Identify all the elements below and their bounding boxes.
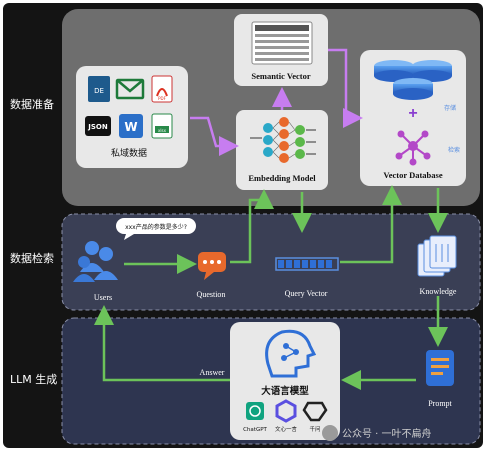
json-icon: JSON (85, 116, 111, 136)
embedding-model-card: Embedding Model (236, 110, 328, 190)
prompt-doc-icon (426, 350, 454, 386)
graph-network-icon (395, 130, 431, 166)
vector-database-label: Vector Database (383, 170, 442, 180)
model-chatgpt-label: ChatGPT (243, 427, 267, 433)
arrow-question-to-embedding (230, 189, 274, 264)
chat-icon (198, 252, 226, 280)
vector-database-card: + 存储 检索 Vector Database (360, 50, 466, 186)
private-data-label: 私域数据 (111, 147, 147, 159)
plus-icon: + (408, 105, 417, 122)
watermark-text: 公众号 · 一叶不扁舟 (342, 427, 432, 440)
question-bubble-text: xxx产品的参数是多少? (125, 223, 187, 231)
ai-head-icon (265, 329, 317, 378)
svg-text:DE: DE (94, 87, 104, 95)
qianwen-icon (302, 401, 328, 422)
question-bubble: xxx产品的参数是多少? (116, 218, 196, 240)
query-vector-node: Query Vector (275, 257, 339, 298)
arrow-data-to-embedding (190, 116, 239, 156)
vector-grid-icon (251, 21, 313, 65)
arrow-query-to-db (340, 185, 402, 264)
vector-cells-icon (275, 257, 339, 271)
llm-card: 大语言模型 ChatGPT 文心一言 千问 (230, 322, 340, 440)
prompt-label: Prompt (428, 399, 452, 408)
pdf-icon: PDF (151, 75, 173, 103)
email-icon (115, 78, 145, 100)
users-label: Users (94, 293, 112, 302)
knowledge-node: Knowledge (417, 235, 457, 296)
model-wenxin-label: 文心一言 (275, 425, 298, 433)
embedding-model-label: Embedding Model (248, 173, 316, 183)
arrow-llm-to-users (94, 305, 230, 382)
svg-text:W: W (124, 120, 137, 134)
question-node: Question (197, 252, 226, 299)
model-qianwen-label: 千问 (309, 425, 320, 433)
watermark: 公众号 · 一叶不扁舟 (322, 425, 432, 441)
svg-text:xlsx: xlsx (158, 128, 167, 133)
retrieval-panel (61, 213, 481, 311)
store-tag: 存储 (444, 104, 456, 112)
database-icon (374, 60, 452, 100)
users-icon (73, 241, 118, 282)
svg-text:PDF: PDF (158, 96, 166, 101)
xlsx-icon: xlsx (151, 113, 173, 139)
question-label: Question (197, 290, 226, 299)
svg-text:JSON: JSON (87, 123, 108, 131)
semantic-vector-label: Semantic Vector (251, 71, 310, 81)
row-label-retrieval: 数据检索 (10, 251, 54, 265)
arrow-semantic-to-db (328, 48, 363, 128)
documents-icon (417, 235, 457, 277)
semantic-vector-card: Semantic Vector (234, 14, 328, 86)
llm-label: 大语言模型 (261, 385, 309, 397)
query-vector-label: Query Vector (285, 289, 328, 298)
wenxin-icon (275, 399, 297, 423)
prompt-node: Prompt (426, 350, 454, 408)
search-tag: 检索 (448, 146, 460, 154)
chatgpt-icon (246, 402, 264, 420)
private-data-card: DE PDF JSON W xlsx 私域数据 (76, 66, 188, 168)
row-label-generation: LLM 生成 (10, 372, 57, 386)
neural-network-icon (250, 117, 316, 163)
word-icon: W (119, 114, 143, 138)
users-group: Users (73, 241, 118, 302)
answer-label: Answer (200, 368, 225, 377)
knowledge-label: Knowledge (420, 287, 457, 296)
row-label-prep: 数据准备 (10, 97, 54, 111)
excel-icon: DE (88, 76, 110, 102)
